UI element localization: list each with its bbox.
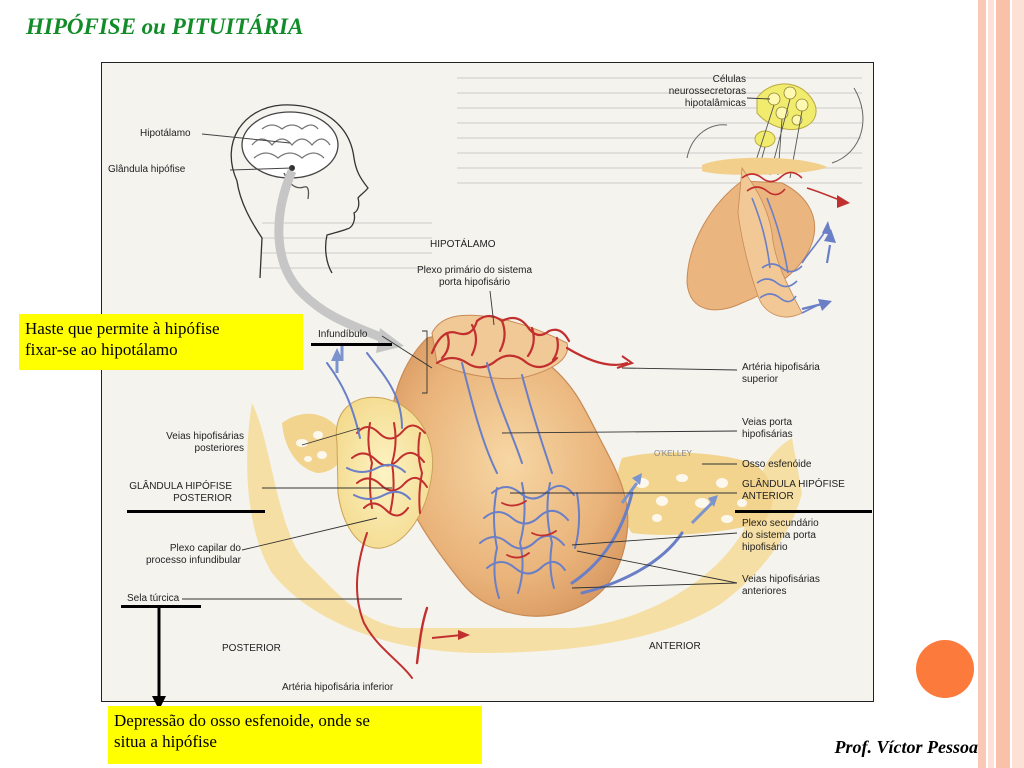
label-veias-porta: Veias porta hipofisárias — [742, 417, 793, 441]
flow-arrows — [331, 346, 718, 640]
note-line: fixar-se ao hipotálamo — [25, 340, 178, 359]
label-posterior: POSTERIOR — [222, 643, 281, 654]
label-line: Veias hipofisárias — [166, 431, 244, 442]
label-glandula-anterior: GLÂNDULA HIPÓFISE ANTERIOR — [742, 479, 845, 503]
anatomy-drawing — [182, 77, 864, 679]
label-line: do sistema porta — [742, 530, 816, 541]
leader-lines — [182, 97, 771, 600]
label-line: hipotalâmicas — [684, 98, 746, 109]
label-line: hipofisárias — [742, 429, 793, 440]
zoom-arrow — [274, 169, 392, 346]
label-line: Células — [712, 74, 746, 85]
decor-stripe — [996, 0, 1010, 768]
zoom-arrow-head — [376, 328, 404, 353]
bone-segment-left — [282, 413, 346, 473]
author-credit: Prof. Víctor Pessoa — [834, 737, 979, 757]
note-sella-turcica: Depressão do osso esfenoide, onde se sit… — [108, 706, 482, 764]
underline-posterior — [127, 510, 265, 513]
label-line: posteriores — [194, 443, 244, 454]
label-veias-posteriores: Veias hipofisárias posteriores — [166, 431, 244, 455]
label-line: Plexo secundário — [742, 518, 819, 529]
label-glandula-hipofise: Glândula hipófise — [108, 164, 186, 175]
label-line: hipofisário — [742, 542, 788, 553]
primary-plexus — [430, 314, 629, 369]
slide-title: HIPÓFISE ou PITUITÁRIA — [26, 14, 304, 39]
label-line: neurossecretoras — [668, 86, 746, 97]
label-line: Plexo primário do sistema — [417, 265, 533, 276]
head-leaders — [201, 133, 293, 171]
anterior-outflow — [570, 491, 684, 595]
label-line: superior — [742, 374, 779, 385]
label-anterior: ANTERIOR — [649, 641, 701, 652]
note-infundibulum: Haste que permite à hipófise fixar-se ao… — [19, 314, 303, 370]
infundibulum-stalk — [431, 314, 568, 380]
label-artist-mark: O'KELLEY — [654, 449, 692, 458]
decor-stripe — [988, 0, 994, 768]
label-arteria-superior: Artéria hipofisária superior — [742, 362, 820, 386]
label-line: anteriores — [742, 586, 787, 597]
label-celulas-neurossecretoras: Células neurossecretoras hipotalâmicas — [669, 74, 746, 110]
label-line: Veias hipofisárias — [742, 574, 820, 585]
secondary-arterioles — [501, 500, 557, 559]
decor-stripe — [978, 0, 986, 768]
decor-stripe — [1012, 0, 1024, 768]
underline-infundibulo — [311, 343, 392, 346]
label-line: GLÂNDULA HIPÓFISE — [742, 479, 845, 490]
label-hipotalamo-head: Hipotálamo — [140, 128, 191, 139]
inferior-artery — [415, 606, 429, 665]
posterior-capillary-plexus — [351, 422, 428, 679]
decor-circle — [916, 640, 974, 698]
label-glandula-posterior: GLÂNDULA HIPÓFISE POSTERIOR — [129, 481, 232, 505]
label-line: processo infundibular — [145, 555, 241, 566]
portal-veins — [461, 362, 553, 474]
note-line: situa a hipófise — [114, 732, 217, 751]
label-sela-turcica: Sela túrcica — [127, 593, 180, 604]
label-plexo-secundario: Plexo secundário do sistema porta hipofi… — [742, 518, 819, 554]
label-osso-esfenoide: Osso esfenóide — [742, 459, 812, 470]
label-line: porta hipofisário — [438, 277, 511, 288]
posterior-veins — [326, 352, 411, 500]
pituitary-illustration: Hipotálamo Glândula hipófise Células neu… — [101, 62, 874, 702]
note-line: Depressão do osso esfenoide, onde se — [114, 711, 370, 730]
label-line: GLÂNDULA HIPÓFISE — [129, 481, 232, 492]
label-infundibulo: Infundíbulo — [318, 329, 368, 340]
underline-anterior — [735, 510, 872, 513]
label-line: Artéria hipofisária — [742, 362, 820, 373]
bone-pores — [296, 431, 747, 523]
posterior-lobe — [335, 396, 434, 549]
inset-diagram — [686, 83, 864, 318]
label-line: POSTERIOR — [173, 493, 232, 504]
pointer-arrow — [152, 606, 166, 710]
note-line: Haste que permite à hipófise — [25, 319, 220, 338]
label-plexo-capilar: Plexo capilar do processo infundibular — [146, 543, 241, 567]
label-veias-anteriores: Veias hipofisárias anteriores — [742, 574, 820, 598]
label-arteria-inferior: Artéria hipofisária inferior — [282, 682, 394, 693]
label-hipotalamo: HIPOTÁLAMO — [430, 239, 496, 250]
label-line: Plexo capilar do — [169, 543, 241, 554]
label-plexo-primario: Plexo primário do sistema porta hipofisá… — [417, 265, 532, 289]
head-outline — [230, 104, 369, 279]
label-line: Veias porta — [742, 417, 793, 428]
label-line: ANTERIOR — [742, 491, 794, 502]
underline-sela — [121, 605, 201, 608]
secondary-plexus — [479, 482, 581, 599]
vessels — [326, 314, 684, 679]
